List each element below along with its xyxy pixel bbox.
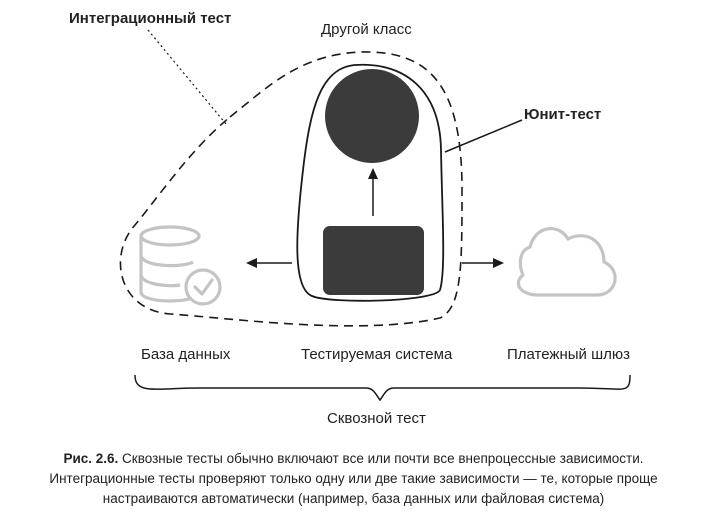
arrow-to-other-class-head — [368, 168, 378, 179]
integration-test-boundary — [119, 51, 463, 327]
other-class-label: Другой класс — [321, 21, 412, 38]
integration-test-leader — [147, 29, 227, 125]
arrow-to-payment-gateway-head — [493, 258, 504, 268]
caption-figure-label: Рис. 2.6. — [63, 451, 119, 466]
cloud-icon — [516, 227, 617, 297]
integration-test-label: Интеграционный тест — [69, 10, 232, 27]
caption-line-1: Рис. 2.6. Сквозные тесты обычно включают… — [0, 449, 707, 469]
database-label: База данных — [141, 346, 231, 363]
caption-line-1-text: Сквозные тесты обычно включают все или п… — [118, 451, 644, 466]
arrow-to-database-head — [246, 258, 257, 268]
system-under-test-box — [323, 226, 424, 295]
caption-line-2: Интеграционные тесты проверяют только од… — [49, 471, 658, 486]
unit-test-boundary — [296, 63, 445, 302]
end-to-end-test-label: Сквозной тест — [327, 410, 426, 427]
unit-test-label: Юнит-тест — [524, 106, 602, 123]
payment-gateway-label: Платежный шлюз — [507, 346, 630, 363]
diagram-svg — [119, 29, 631, 402]
database-check-icon — [139, 225, 222, 306]
system-under-test-label: Тестируемая система — [301, 346, 453, 363]
unit-test-leader — [444, 119, 523, 153]
end-to-end-test-brace — [134, 374, 631, 402]
caption-line-3: настраиваются автоматически (например, б… — [102, 491, 605, 506]
figure-caption: Рис. 2.6. Сквозные тесты обычно включают… — [0, 449, 707, 509]
other-class-circle — [325, 69, 419, 163]
